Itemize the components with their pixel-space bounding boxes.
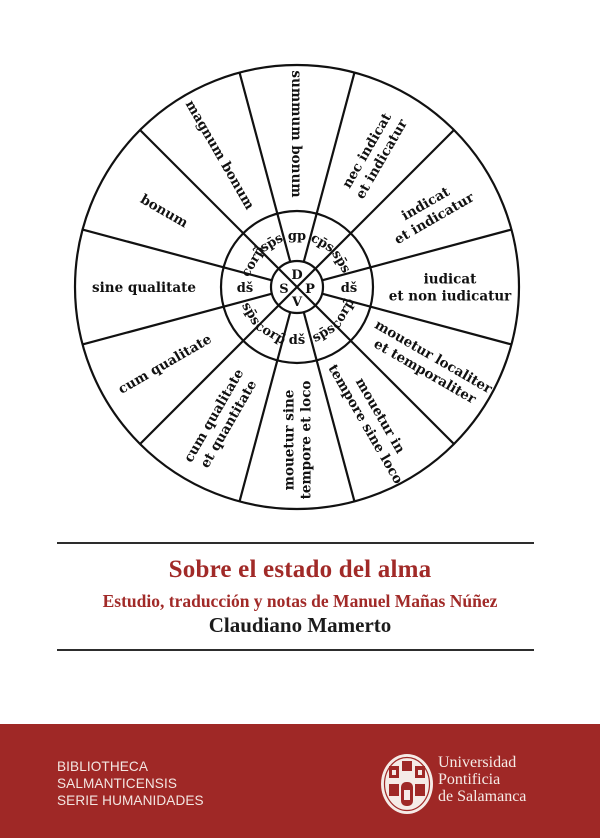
outer-sector-label: summum bonum [288, 70, 304, 197]
wheel-lines [73, 63, 521, 511]
top-rule [57, 542, 534, 544]
middle-sector-label: dš [289, 333, 305, 348]
outer-sector-label: sine qualitate [92, 280, 196, 296]
spoke-line [302, 311, 356, 502]
outer-sector-text: et non iudicatur [389, 289, 512, 305]
middle-sector-text: dš [289, 333, 305, 348]
outer-sector-text: iudicat [424, 272, 477, 288]
middle-sector-text: gp [288, 229, 306, 244]
inner-circle [269, 259, 325, 315]
middle-sector-label: sp̄s [328, 248, 353, 276]
middle-circle [219, 209, 375, 365]
outer-sector-text: bonum [137, 191, 190, 231]
outer-sector-text: cum qualitate [115, 331, 214, 397]
middle-sector-label: dš [237, 281, 253, 296]
spoke-line [314, 129, 455, 270]
middle-sector-text: dš [237, 281, 253, 296]
core-letter: D [291, 268, 302, 283]
spoke-line [139, 129, 280, 270]
middle-sector-label: sp̄s [258, 231, 286, 256]
outer-sector-label: cum qualitate [115, 331, 214, 397]
spoke-line [302, 72, 356, 263]
publisher-name: Universidad Pontificia de Salamanca [438, 754, 526, 805]
spoke-line [238, 311, 292, 502]
series-name: BIBLIOTHECA SALMANTICENSIS SERIE HUMANID… [57, 758, 204, 809]
publisher-line: Pontificia [438, 771, 501, 788]
spoke-line [314, 304, 455, 445]
middle-sector-text: dš [341, 281, 357, 296]
spoke-line [139, 304, 280, 445]
outer-circle [73, 63, 521, 511]
book-author: Claudiano Mamerto [208, 613, 392, 637]
outer-sector-text: tempore et loco [299, 381, 315, 500]
middle-sector-label: gp [288, 229, 306, 244]
core-letter: P [305, 282, 315, 297]
publisher-line: Universidad [438, 754, 517, 771]
outer-sector-text: magnum bonum [182, 98, 258, 213]
publisher-line: de Salamanca [438, 788, 527, 805]
series-line: BIBLIOTHECA [57, 759, 148, 774]
bottom-rule [57, 649, 534, 651]
core-letter: S [279, 282, 288, 297]
outer-sector-label: magnum bonum [182, 98, 258, 213]
book-subtitle: Estudio, traducción y notas de Manuel Ma… [102, 591, 498, 611]
spoke-line [82, 228, 273, 282]
series-line: SALMANTICENSIS [57, 776, 177, 791]
book-title: Sobre el estado del alma [168, 556, 432, 583]
outer-sector-text: summum bonum [288, 70, 304, 197]
outer-sector-text: sine qualitate [92, 280, 196, 296]
middle-sector-text: sp̄s [258, 231, 286, 256]
series-line: SERIE HUMANIDADES [57, 793, 204, 808]
footer-band: BIBLIOTHECA SALMANTICENSIS SERIE HUMANID… [0, 724, 600, 838]
spoke-line [238, 72, 292, 263]
middle-sector-label: dš [341, 281, 357, 296]
core-cross-line [277, 267, 317, 307]
spoke-line [321, 292, 512, 346]
middle-sector-text: sp̄s [328, 248, 353, 276]
spoke-line [321, 228, 512, 282]
outer-sector-label: bonum [137, 191, 190, 231]
core-letter: V [291, 295, 303, 310]
spoke-line [82, 292, 273, 346]
university-seal-icon [381, 754, 433, 814]
outer-sector-text: mouetur sine [282, 390, 298, 491]
